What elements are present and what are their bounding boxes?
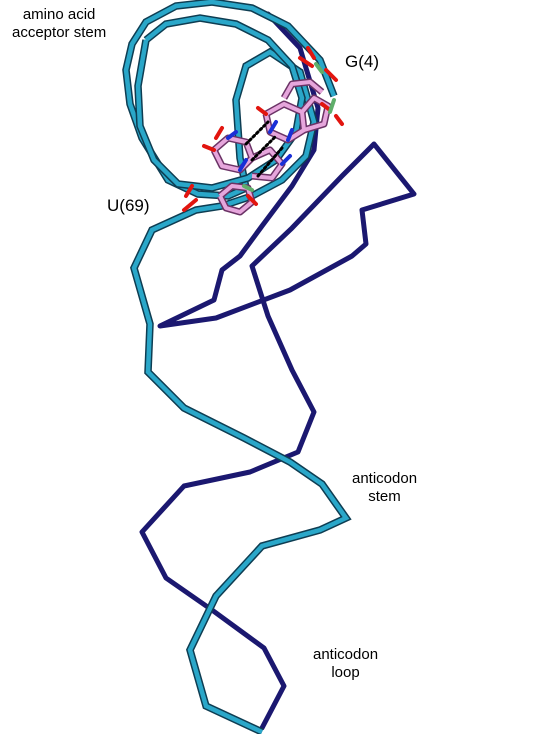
hydrogen-bonds: [244, 120, 284, 178]
anticodon-loop-label-line1: anticodon: [313, 646, 379, 663]
light-backbone-strand: [123, 0, 350, 734]
anticodon-stem-label-line1: anticodon: [352, 470, 418, 487]
anticodon-loop-label-line2: loop: [331, 664, 360, 681]
u69-label: U(69): [107, 196, 150, 215]
g4-label: G(4): [345, 52, 379, 71]
acceptor-stem-label: amino acid acceptor stem: [12, 6, 106, 42]
dark-backbone-strand: [139, 11, 417, 731]
oxygen-atoms: [182, 46, 344, 212]
nitrogen-atoms: [226, 120, 294, 172]
acceptor-stem-label-line1: amino acid: [22, 6, 96, 23]
acceptor-stem-label-line2: acceptor stem: [12, 24, 107, 41]
light-backbone-inner-ring: [135, 15, 305, 191]
g4-u69-base-pair-model: [182, 46, 344, 216]
anticodon-stem-label: anticodon stem: [352, 470, 417, 506]
anticodon-loop-label: anticodon loop: [313, 646, 378, 682]
phosphorus-atoms: [242, 62, 336, 192]
anticodon-stem-label-line2: stem: [368, 488, 401, 505]
